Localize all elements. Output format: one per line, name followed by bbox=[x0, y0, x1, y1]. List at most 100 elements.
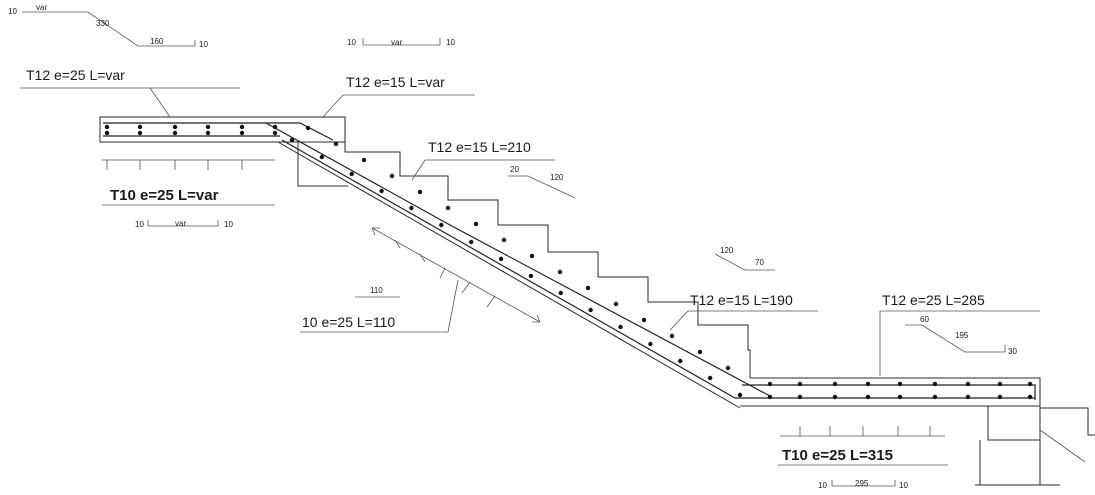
top-landing-top-bar bbox=[103, 122, 334, 141]
rebar-dot bbox=[585, 285, 591, 291]
dim-top-left-d1: 10 bbox=[8, 7, 17, 16]
dim-left-under-mid: var bbox=[175, 219, 186, 228]
rebar-dot bbox=[797, 394, 803, 400]
rebar-dot bbox=[648, 341, 653, 347]
shape-flight-210 bbox=[508, 175, 576, 199]
main-labels: T12 e=25 L=var T12 e=15 L=var T12 e=15 L… bbox=[26, 67, 985, 464]
dim-distribution-a: 110 bbox=[370, 286, 383, 295]
rebar-dot bbox=[1027, 381, 1033, 387]
label-bottom-285: T12 e=25 L=285 bbox=[882, 292, 985, 308]
rebar-dot bbox=[832, 394, 838, 400]
dim-flight190-a: 120 bbox=[720, 246, 734, 255]
dim-bottom-under-mid: 295 bbox=[855, 479, 869, 488]
leader-flight-210 bbox=[411, 159, 555, 181]
rebar-dot bbox=[473, 221, 479, 227]
rebar-dot bbox=[865, 381, 871, 387]
rebar-dot bbox=[417, 189, 423, 195]
rebar-dot bbox=[205, 124, 211, 130]
label-flight-210: T12 e=15 L=210 bbox=[428, 139, 531, 155]
dim-top-mid-mid: var bbox=[391, 38, 402, 47]
concrete-outline bbox=[99, 116, 1095, 486]
foundation-step bbox=[987, 406, 1040, 441]
distribution-bar-line bbox=[371, 227, 541, 323]
rebar-dot bbox=[501, 237, 507, 243]
dim-top-left-d4: 160 bbox=[150, 37, 164, 46]
leader-distribution bbox=[300, 279, 459, 333]
flight-top-bar bbox=[265, 122, 771, 397]
rebar-dot bbox=[289, 137, 295, 143]
distribution-bar-symbol bbox=[371, 227, 541, 323]
rebar-dot bbox=[239, 130, 245, 136]
dim-bottom-under-left: 10 bbox=[818, 481, 827, 490]
dim-top-left-d2: var bbox=[36, 3, 47, 12]
rebar-dot bbox=[707, 375, 713, 381]
rebar-dot bbox=[172, 124, 178, 130]
bar-shape-sketches bbox=[22, 11, 1006, 487]
top-support bbox=[297, 142, 348, 187]
rebar-dot bbox=[333, 141, 339, 147]
rebar-dot bbox=[137, 124, 143, 130]
shape-left-under bbox=[147, 220, 219, 227]
dim-bottom285-a: 60 bbox=[920, 315, 929, 324]
rebar-sections bbox=[104, 124, 1033, 400]
distribution-arrow-head-1 bbox=[371, 227, 380, 236]
dim-flight190-b: 70 bbox=[755, 258, 764, 267]
shape-top-mid bbox=[362, 38, 441, 46]
rebar-dot bbox=[737, 392, 743, 398]
rebar-dot bbox=[104, 124, 110, 130]
shape-bottom-285 bbox=[905, 324, 1006, 353]
leader-flight-190 bbox=[669, 310, 818, 331]
rebar-dot bbox=[767, 394, 773, 400]
flight-bottom-bar bbox=[281, 139, 1035, 399]
rebar-dot bbox=[897, 381, 903, 387]
rebar-dot bbox=[965, 381, 971, 387]
bottom-landing-slab bbox=[740, 377, 1041, 407]
rebar-dot bbox=[797, 381, 803, 387]
dim-top-mid-right: 10 bbox=[446, 38, 455, 47]
rebar-lines bbox=[103, 122, 1036, 400]
dim-bottom285-b: 195 bbox=[955, 331, 969, 340]
rebar-dot bbox=[678, 358, 683, 364]
dim-top-left-d3: 330 bbox=[96, 19, 110, 28]
dim-left-under-right: 10 bbox=[224, 220, 233, 229]
rebar-dot bbox=[997, 381, 1003, 387]
rebar-dot bbox=[379, 188, 384, 194]
flight-soffit bbox=[277, 141, 741, 409]
bottom-landing-top-bar bbox=[742, 384, 1036, 400]
rebar-dot bbox=[137, 130, 143, 136]
rebar-dot bbox=[439, 222, 444, 228]
rebar-dot bbox=[767, 381, 773, 387]
rebar-dot bbox=[305, 125, 311, 131]
rebar-dot bbox=[389, 173, 395, 179]
dim-left-under-left: 10 bbox=[135, 220, 144, 229]
rebar-dot bbox=[897, 394, 903, 400]
rebar-dot bbox=[205, 130, 211, 136]
rebar-dot bbox=[272, 124, 278, 130]
shape-flight-190 bbox=[714, 253, 775, 271]
distribution-ticks bbox=[394, 239, 496, 308]
ground-line bbox=[1039, 429, 1086, 463]
dim-bottom285-c: 30 bbox=[1008, 347, 1017, 356]
rebar-dot bbox=[272, 130, 278, 136]
rebar-dot bbox=[349, 171, 354, 177]
shape-bottom-under bbox=[831, 480, 896, 487]
rebar-dot bbox=[697, 349, 703, 355]
stair-steps bbox=[344, 142, 751, 378]
rebar-dot bbox=[725, 365, 731, 371]
rebar-dot bbox=[528, 273, 534, 279]
rebar-dot bbox=[557, 269, 563, 275]
end-ledge bbox=[1040, 407, 1095, 436]
dim-bottom-under-right: 10 bbox=[899, 481, 908, 490]
top-landing-tick-row bbox=[102, 159, 275, 170]
label-flight-190: T12 e=15 L=190 bbox=[690, 292, 793, 308]
rebar-dot bbox=[997, 394, 1003, 400]
rebar-dot bbox=[469, 239, 474, 245]
rebar-dot bbox=[239, 124, 245, 130]
rebar-dot bbox=[529, 253, 535, 259]
rebar-dot bbox=[104, 130, 110, 136]
leader-top-slab-bar bbox=[20, 87, 240, 118]
rebar-dot bbox=[613, 301, 619, 307]
distribution-arrow-head-2 bbox=[532, 314, 541, 323]
label-distribution: 10 e=25 L=110 bbox=[302, 314, 395, 330]
